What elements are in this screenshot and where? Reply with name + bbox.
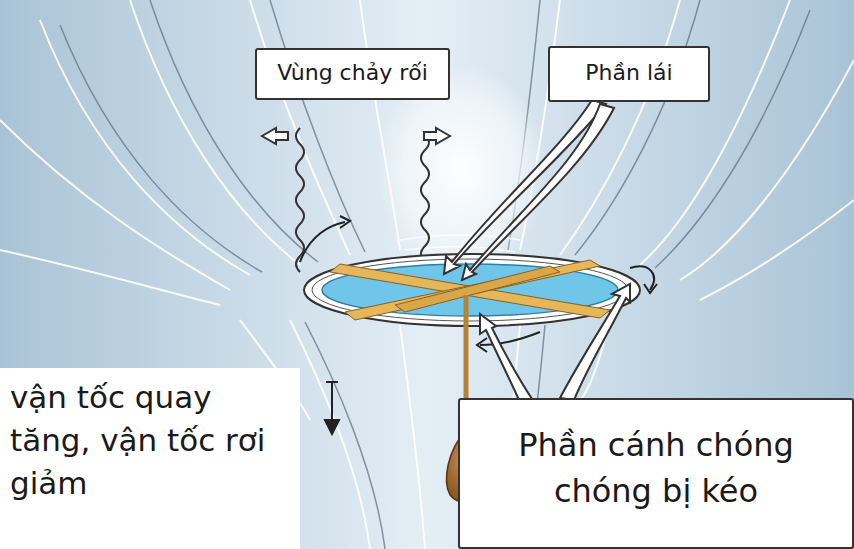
wavy-leaders <box>296 128 429 272</box>
callout-box: vận tốc quay tăng, vận tốc rơi giảm <box>0 368 300 549</box>
callout-box: Phần lái <box>548 46 710 102</box>
callout-text: vận tốc quay tăng, vận tốc rơi giảm <box>10 376 290 504</box>
callout-text: Vùng chảy rối <box>261 60 444 86</box>
callout-arrows <box>444 100 630 402</box>
rotation-ring <box>304 254 640 326</box>
fall-arrow <box>325 382 339 434</box>
callout-text: Phần lái <box>554 60 704 86</box>
callout-text: Phần cánh chóng chóng bị kéo <box>468 422 844 515</box>
open-arrowheads <box>262 128 450 144</box>
callout-box: Vùng chảy rối <box>255 48 450 100</box>
callout-box: Phần cánh chóng chóng bị kéo <box>458 398 854 549</box>
